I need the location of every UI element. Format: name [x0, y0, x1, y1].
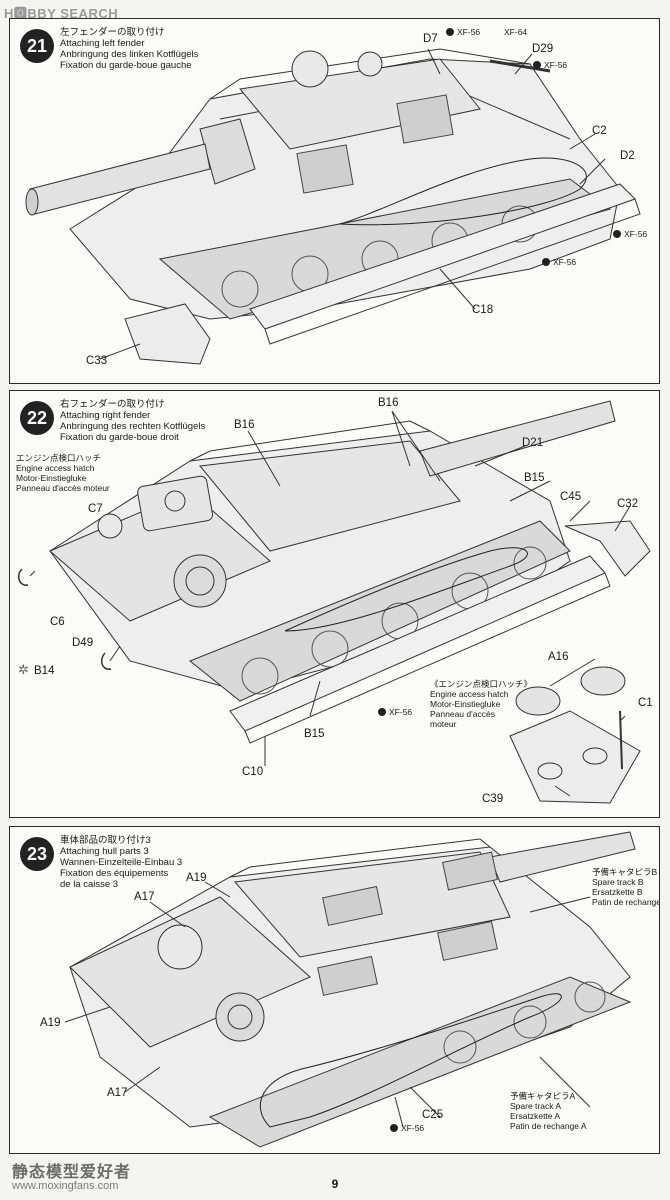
step-22-panel: 22 右フェンダーの取り付け Attaching right fender An… [9, 390, 660, 818]
step-22-number: 22 [20, 401, 54, 435]
part-label-b15-top: B15 [524, 472, 545, 484]
part-label-c1: C1 [638, 697, 653, 709]
step-23-title: 車体部品の取り付け3 Attaching hull parts 3 Wannen… [60, 835, 183, 890]
paint-dot-icon [390, 1124, 398, 1132]
part-label-d29: D29 [532, 43, 554, 55]
part-label-c33: C33 [86, 355, 108, 367]
watermark-url: www.moxingfans.com [12, 1180, 119, 1192]
paint-xf64: XF-64 [504, 27, 528, 37]
part-label-a19-left: A19 [40, 1017, 61, 1029]
part-label-c45: C45 [560, 491, 582, 503]
spare-track-b-note: 予備キャタピラB Spare track B Ersatzkette B Pat… [592, 867, 660, 907]
paint-dot-icon [542, 258, 550, 266]
part-label-c25: C25 [422, 1109, 444, 1121]
part-label-c7: C7 [88, 503, 103, 515]
step-21-panel: 21 左フェンダーの取り付け Attaching left fender Anb… [9, 18, 660, 384]
paint-dot-icon [378, 708, 386, 716]
watermark-text: 静态模型爱好者 [12, 1164, 132, 1181]
step-22-title: 右フェンダーの取り付け Attaching right fender Anbri… [60, 399, 206, 443]
part-label-b16-right: B16 [378, 397, 399, 409]
spare-track-a-note: 予備キャタピラA Spare track A Ersatzkette A Pat… [510, 1091, 587, 1131]
part-label-c2: C2 [592, 125, 607, 137]
part-label-b16-left: B16 [234, 419, 255, 431]
paint-xf56-e: XF-56 [378, 707, 412, 717]
part-label-c6: C6 [50, 616, 65, 628]
paint-xf56-b: XF-56 [533, 60, 567, 70]
part-label-d21: D21 [522, 437, 544, 449]
part-label-a17-left: A17 [107, 1087, 128, 1099]
step-23-number: 23 [20, 837, 54, 871]
engine-hatch-note-left: エンジン点検口ハッチ Engine access hatch Motor-Ein… [16, 453, 110, 493]
part-label-d49: D49 [72, 637, 94, 649]
part-label-c32: C32 [617, 498, 639, 510]
part-label-c10: C10 [242, 766, 264, 778]
step-21-number: 21 [20, 29, 54, 63]
part-label-c18: C18 [472, 304, 494, 316]
part-label-d7: D7 [423, 33, 438, 45]
step-22-illustration [17, 400, 651, 804]
paint-dot-icon [613, 230, 621, 238]
part-label-a17-top: A17 [134, 891, 155, 903]
snowflake-icon: ✲ [18, 662, 29, 677]
paint-xf56-d: XF-56 [542, 257, 576, 267]
part-label-a19-top: A19 [186, 872, 207, 884]
step-21-illustration [25, 48, 641, 365]
part-label-b14: B14 [34, 665, 55, 677]
paint-dot-icon [533, 61, 541, 69]
part-label-d2: D2 [620, 150, 635, 162]
paint-dot-icon [446, 28, 454, 36]
page-number: 9 [331, 1177, 339, 1191]
step-23-panel: 23 車体部品の取り付け3 Attaching hull parts 3 Wan… [9, 826, 660, 1154]
part-label-a16: A16 [548, 651, 569, 663]
paint-xf56-a: XF-56 [446, 27, 480, 37]
step-21-title: 左フェンダーの取り付け Attaching left fender Anbrin… [60, 27, 199, 71]
paint-xf56-c: XF-56 [613, 229, 647, 239]
part-label-b15-bottom: B15 [304, 728, 325, 740]
hobby-search-logo: H🅾BBY SEARCH [4, 6, 119, 21]
paint-xf56-f: XF-56 [390, 1123, 424, 1133]
engine-hatch-note-right: 《エンジン点検口ハッチ》 Engine access hatch Motor-E… [430, 679, 533, 729]
step-23-illustration [64, 831, 636, 1148]
part-label-c39: C39 [482, 793, 504, 805]
